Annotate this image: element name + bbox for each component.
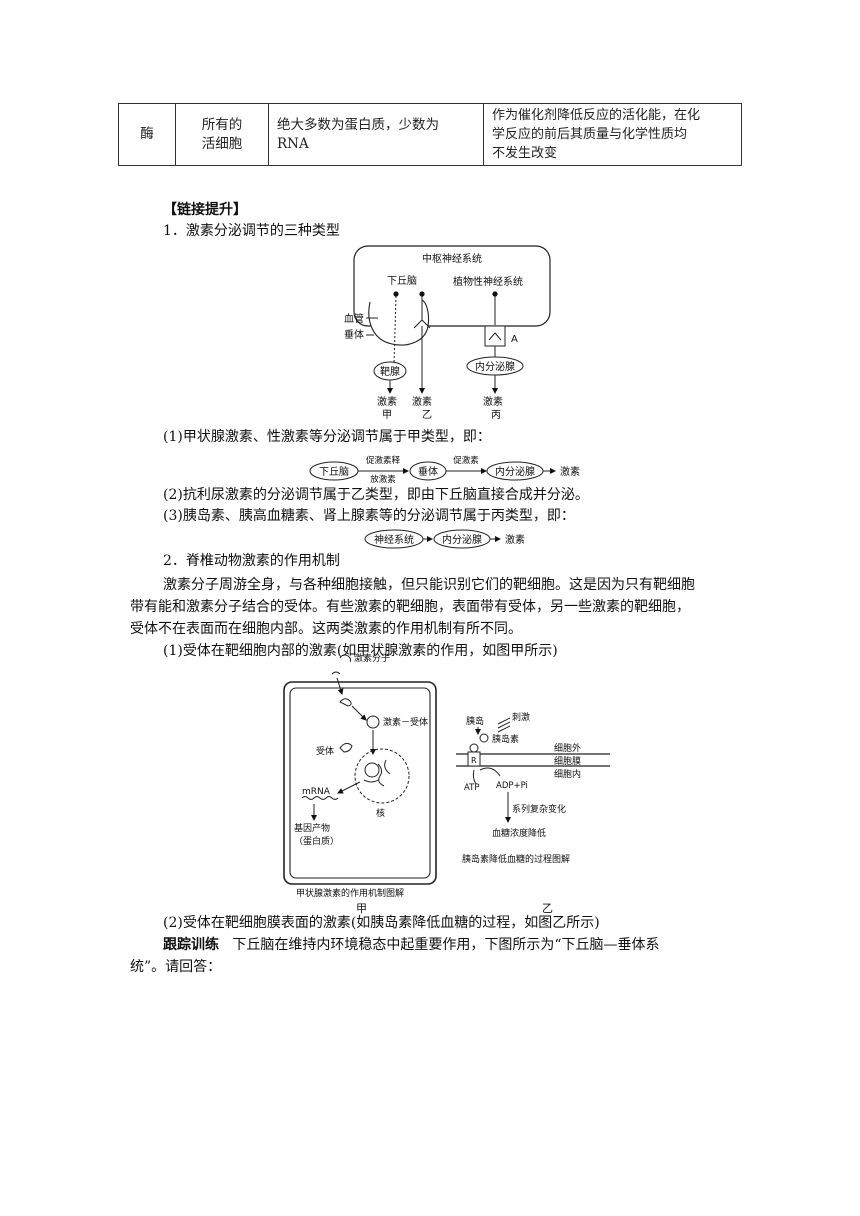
table-cell-source: 所有的活细胞 (175, 103, 269, 166)
figure-jia: 激素分子 激素－受体 受体 核 mRNA 基因产物 （蛋白质） 甲状腺激素的作用… (283, 652, 437, 914)
table-cell-function: 作为催化剂降低反应的活化能，在化学反应的前后其质量与化学性质均不发生改变 (483, 103, 742, 166)
point2-p2: (2)受体在靶细胞膜表面的激素(如胰岛素降低血糖的过程，如图乙所示) (163, 915, 600, 931)
fig-jia-receptor: 受体 (316, 745, 334, 757)
pituitary-shape (368, 299, 430, 346)
pituitary-label: 垂体 (344, 329, 364, 341)
nucleus (354, 748, 410, 804)
fig-yi-adp: ADP+Pi (496, 781, 528, 791)
section-title: 【链接提升】 (163, 202, 247, 218)
fig-yi-membrane: 细胞膜 (554, 755, 581, 767)
flow1-arrow2-top: 促激素 (453, 455, 479, 466)
type-jia-label: 甲 (382, 410, 392, 421)
flow1-node-endocrine: 内分泌腺 (495, 465, 535, 478)
hormone-jia-label: 激素 (377, 395, 397, 408)
label-a: A (511, 334, 518, 345)
fig-yi-r: R (471, 756, 477, 765)
fig-yi-islet: 胰岛 (466, 715, 484, 727)
flow2-node-endocrine: 内分泌腺 (442, 533, 482, 546)
flow2-end: 激素 (505, 533, 525, 546)
point1-p2: (2)抗利尿激素的分泌调节属于乙类型，即由下丘脑直接合成并分泌。 (163, 487, 589, 503)
tracking-line2: 统”。请回答： (130, 959, 222, 975)
hormone-bing-label: 激素 (483, 395, 503, 408)
point1-p1: (1)甲状腺激素、性激素等分泌调节属于甲类型，即： (163, 429, 491, 445)
fig-yi-outside: 细胞外 (554, 742, 581, 754)
fig-jia-complex: 激素－受体 (383, 716, 428, 728)
regulation-types-diagram: 中枢神经系统 下丘脑 植物性神经系统 血管 垂体 靶腺 A 内分泌腺 激素 甲 … (344, 245, 551, 421)
cell-inner (289, 687, 431, 879)
point2-heading: 2．脊椎动物激素的作用机制 (163, 553, 340, 569)
flow1-node-pituitary: 垂体 (418, 466, 438, 478)
fig-yi-insulin: 胰岛素 (492, 733, 519, 745)
fig-yi-decrease: 血糖浓度降低 (492, 827, 546, 839)
target-gland-label: 靶腺 (380, 365, 400, 378)
cell-outer (283, 681, 437, 885)
point2-para-line2: 带有能和激素分子结合的受体。有些激素的靶细胞，表面带有受体，另一些激素的靶细胞， (130, 599, 690, 615)
fig-jia-product1: 基因产物 (294, 822, 330, 834)
table-cell-name: 酶 (118, 103, 176, 166)
point2-p1: (1)受体在靶细胞内部的激素(如甲状腺激素的作用，如图甲所示) (163, 643, 558, 659)
point1-p3: (3)胰岛素、胰高血糖素、肾上腺素等的分泌调节属于丙类型，即： (163, 508, 575, 524)
fig-jia-product2: （蛋白质） (294, 835, 339, 847)
flow1-arrow1-top: 促激素释 (366, 455, 401, 466)
fig-jia-caption: 甲状腺激素的作用机制图解 (296, 887, 404, 899)
fig-yi-caption: 胰岛素降低血糖的过程图解 (462, 853, 570, 865)
autonomic-label: 植物性神经系统 (453, 275, 523, 288)
flow-bing: 神经系统 内分泌腺 激素 (364, 529, 525, 549)
fig-yi-inside: 细胞内 (554, 768, 581, 780)
flow1-node-hypothalamus: 下丘脑 (319, 465, 349, 478)
hormone-yi-label: 激素 (412, 395, 432, 408)
type-yi-label: 乙 (422, 409, 432, 421)
point2-para-line3: 受体不在表面而在细胞内部。这两类激素的作用机制有所不同。 (130, 621, 522, 637)
point1-heading: 1．激素分泌调节的三种类型 (163, 223, 340, 239)
fig-jia-nucleus: 核 (376, 807, 385, 819)
hypothalamus-label: 下丘脑 (387, 274, 417, 287)
endocrine-gland-label: 内分泌腺 (475, 360, 515, 373)
cns-box (353, 245, 551, 327)
flow2-node-nervous: 神经系统 (374, 533, 414, 546)
fig-yi-atp: ATP (464, 783, 479, 793)
fig-yi-changes: 系列复杂变化 (512, 803, 566, 815)
flow1-arrow1-bottom: 放激素 (370, 474, 396, 485)
flow1-end: 激素 (560, 465, 580, 478)
vessel-label: 血管 (344, 312, 364, 325)
type-bing-label: 丙 (491, 410, 501, 421)
fig-jia-hormone-molecule: 激素分子 (354, 652, 390, 664)
cns-label: 中枢神经系统 (422, 252, 482, 265)
fig-yi-label: 乙 (542, 902, 553, 914)
flow-jia: 下丘脑 促激素释 放激素 垂体 促激素 内分泌腺 激素 (309, 455, 580, 485)
figure-yi: 胰岛 刺激 胰岛素 细胞外 细胞膜 细胞内 R ATP ADP+Pi 系列复杂变… (456, 711, 610, 914)
fig-jia-label: 甲 (356, 902, 367, 914)
tracking-line1: 跟踪训练 下丘脑在维持内环境稳态中起重要作用，下图所示为“下丘脑—垂体系 (163, 937, 660, 953)
fig-yi-stimulus: 刺激 (512, 711, 530, 723)
fig-jia-mrna: mRNA (302, 787, 331, 797)
point2-para-line1: 激素分子周游全身，与各种细胞接触，但只能识别它们的靶细胞。这是因为只有靶细胞 (163, 577, 695, 593)
